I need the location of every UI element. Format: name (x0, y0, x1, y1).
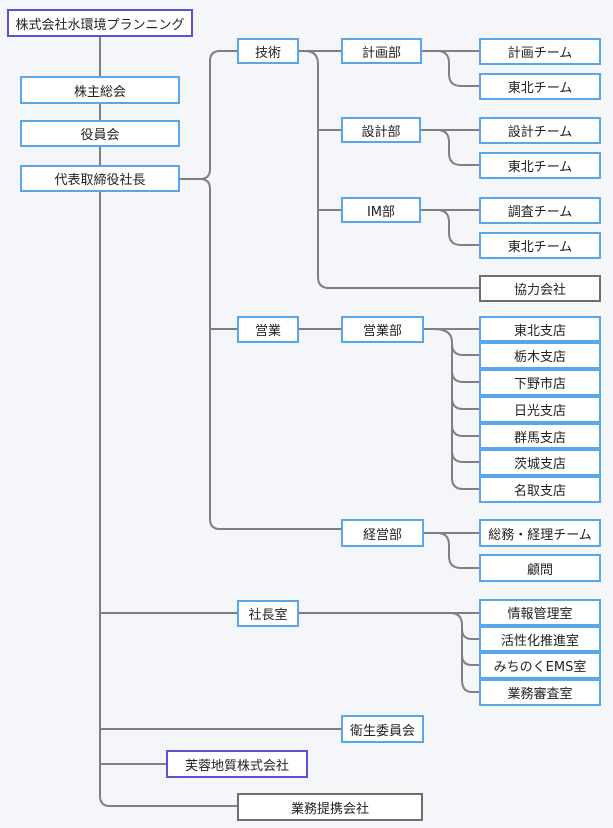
dept-sales: 営業部 (341, 316, 424, 343)
advisor: 顧問 (479, 554, 601, 582)
partner-company: 協力会社 (479, 275, 601, 302)
branch-tohoku: 東北支店 (479, 316, 601, 342)
office-michinoku-ems: みちのくEMS室 (479, 652, 601, 679)
team-im-tohoku: 東北チーム (479, 232, 601, 259)
team-planning: 計画チーム (479, 38, 601, 65)
office-revitalization: 活性化推進室 (479, 626, 601, 652)
company-root: 株式会社水環境プランニング (7, 9, 193, 37)
division-president-office: 社長室 (237, 600, 299, 627)
dept-planning: 計画部 (341, 38, 422, 64)
dept-design: 設計部 (341, 117, 421, 143)
affiliate-company: 芙蓉地質株式会社 (166, 750, 308, 778)
shareholders-meeting: 株主総会 (20, 76, 180, 104)
branch-ibaraki: 茨城支店 (479, 449, 601, 476)
team-planning-tohoku: 東北チーム (479, 73, 601, 100)
branch-nikko: 日光支店 (479, 396, 601, 423)
branch-shimotsuke: 下野市店 (479, 369, 601, 396)
division-health-committee: 衛生委員会 (341, 715, 424, 743)
team-general-accounting: 総務・経理チーム (479, 519, 601, 547)
team-survey: 調査チーム (479, 197, 601, 224)
branch-tochigi: 栃木支店 (479, 342, 601, 369)
business-alliance: 業務提携会社 (237, 793, 423, 821)
office-info-management: 情報管理室 (479, 599, 601, 626)
board-of-directors: 役員会 (20, 120, 180, 147)
branch-natori: 名取支店 (479, 476, 601, 503)
division-sales: 営業 (237, 316, 299, 343)
division-technical: 技術 (237, 38, 299, 64)
branch-gunma: 群馬支店 (479, 423, 601, 449)
office-business-review: 業務審査室 (479, 679, 601, 706)
dept-im: IM部 (341, 197, 421, 223)
division-admin: 経営部 (341, 519, 424, 547)
team-design-tohoku: 東北チーム (479, 152, 601, 179)
president: 代表取締役社長 (20, 165, 180, 192)
team-design: 設計チーム (479, 117, 601, 144)
